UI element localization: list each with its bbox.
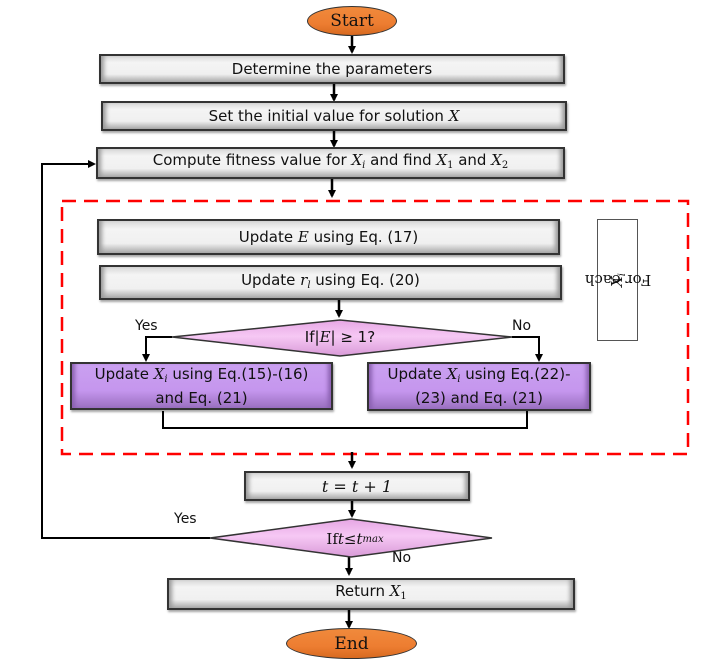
- step-increment-t: t = t + 1: [244, 471, 470, 501]
- merge-line: [162, 411, 528, 429]
- decision-check-t-shape: [209, 518, 493, 558]
- end-terminal: End: [286, 628, 417, 659]
- step-compute-fitness: Compute fitness value for Xi and find X1…: [96, 147, 565, 179]
- step-update-xi-no-line2: (23) and Eq. (21): [415, 389, 543, 407]
- step-update-xi-no-line1: Update Xi using Eq.(22)-: [387, 365, 571, 385]
- step-return-label: Return X1: [335, 582, 407, 602]
- decision-check-E-shape: [171, 319, 513, 357]
- step-update-E-label: Update E using Eq. (17): [238, 227, 419, 246]
- step-compute-fitness-label: Compute fitness value for Xi and find X1…: [152, 151, 509, 171]
- decision-t-yes-label: Yes: [174, 511, 197, 527]
- end-label: End: [334, 633, 369, 654]
- loop-boundary: [60, 199, 690, 456]
- branch-yes-line: [142, 336, 172, 362]
- decision-check-E-label: If|E| ≥ 1?: [304, 328, 376, 346]
- step-set-initial-label: Set the initial value for solution X: [208, 106, 460, 125]
- step-increment-t-label: t = t + 1: [321, 476, 393, 496]
- for-each-label-box: For each Xi: [584, 219, 651, 341]
- start-label: Start: [330, 11, 374, 31]
- step-determine-parameters: Determine the parameters: [99, 54, 565, 84]
- step-determine-parameters-label: Determine the parameters: [231, 59, 433, 78]
- branch-no-line: [512, 336, 543, 362]
- decision-t-no-label: No: [392, 550, 412, 566]
- start-terminal: Start: [307, 6, 397, 36]
- step-update-xi-yes-line2: and Eq. (21): [155, 388, 248, 407]
- decision-E-no-label: No: [512, 318, 532, 334]
- step-update-rl-label: Update rl using Eq. (20): [241, 270, 420, 291]
- step-update-rl: Update rl using Eq. (20): [99, 265, 562, 300]
- step-update-xi-yes-line1: Update Xi using Eq.(15)-(16): [94, 364, 309, 385]
- step-update-xi-no-branch: Update Xi using Eq.(22)- (23) and Eq. (2…: [367, 362, 591, 411]
- step-return: Return X1: [167, 578, 575, 610]
- step-set-initial-value: Set the initial value for solution X: [101, 101, 567, 131]
- decision-E-yes-label: Yes: [135, 318, 158, 334]
- loop-back-line: [41, 160, 210, 539]
- step-update-E: Update E using Eq. (17): [97, 219, 560, 255]
- for-each-label: For each Xi: [584, 271, 651, 290]
- step-update-xi-yes-branch: Update Xi using Eq.(15)-(16) and Eq. (21…: [70, 362, 333, 410]
